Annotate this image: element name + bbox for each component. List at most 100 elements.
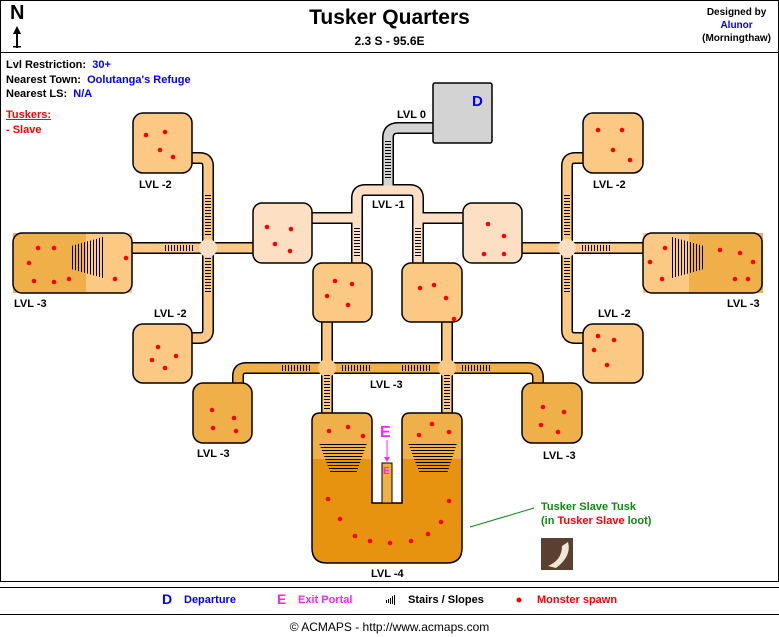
- legend-top-divider: [0, 587, 779, 588]
- monster-spawn: [35, 245, 41, 251]
- monster-spawn: [561, 409, 567, 415]
- monster-spawn: [451, 316, 457, 322]
- tusker-type: - Slave: [6, 124, 42, 136]
- monster-spawn: [149, 357, 155, 363]
- exit-portal-marker: E: [380, 424, 391, 441]
- loot-prefix: (in: [541, 515, 558, 527]
- monster-spawn: [438, 519, 444, 525]
- monster-spawn: [619, 127, 625, 133]
- label-lvl-m2-ne: LVL -2: [593, 179, 626, 191]
- monster-spawn: [659, 276, 665, 282]
- room-m2-center-west: [312, 262, 373, 323]
- coordinates: 2.3 S - 95.6E: [354, 34, 425, 48]
- label-lvl-m4: LVL -4: [371, 568, 404, 580]
- corridor-lvl-m1-loop: [352, 185, 423, 263]
- stairs-icon: [386, 595, 395, 605]
- page-title: Tusker Quarters: [309, 6, 470, 29]
- monster-spawn: [162, 129, 168, 135]
- designed-by-label: Designed by: [706, 7, 767, 18]
- monster-spawn: [647, 259, 653, 265]
- monster-spawn: [416, 432, 422, 438]
- room-m2-ne: [582, 112, 644, 174]
- stairs-icon: [340, 365, 370, 371]
- legend-stairs: Stairs / Slopes: [408, 594, 484, 606]
- monster-spawn: [417, 285, 423, 291]
- monster-spawn: [408, 538, 414, 544]
- monster-spawn: [31, 278, 37, 284]
- monster-spawn: [337, 516, 343, 522]
- author-name: Alunor: [720, 20, 753, 31]
- stairs-icon: [282, 365, 312, 371]
- monster-spawn: [66, 276, 72, 282]
- corridor-junction: [199, 239, 217, 257]
- stairs-icon: [205, 258, 211, 293]
- monster-spawn: [481, 251, 487, 257]
- header-divider: [0, 52, 779, 53]
- legend-bottom-divider: [0, 614, 779, 615]
- monster-spawn: [288, 226, 294, 232]
- monster-spawn: [143, 132, 149, 138]
- monster-spawn: [345, 424, 351, 430]
- legend-exit-key: E: [277, 591, 287, 607]
- room-m2-nw: [132, 112, 193, 174]
- label-lvl-m1: LVL -1: [372, 199, 405, 211]
- monster-spawn: [287, 248, 293, 254]
- loot-item-name: Tusker Slave Tusk: [541, 501, 636, 513]
- label-lvl-m2-nw: LVL -2: [139, 179, 172, 191]
- tuskers-heading: Tuskers:: [6, 109, 52, 121]
- slope-icon: [408, 443, 457, 474]
- corridor-departure-outline: [382, 122, 433, 190]
- corridor-junction: [318, 359, 336, 377]
- monster-spawn: [425, 531, 431, 537]
- monster-spawn: [737, 250, 743, 256]
- nearest-town-label: Nearest Town:: [6, 74, 81, 86]
- spawn-dot-icon: [516, 597, 522, 603]
- label-lvl-m3-e: LVL -3: [727, 298, 760, 310]
- label-lvl-m3-se: LVL -3: [543, 450, 576, 462]
- legend-departure-key: D: [162, 591, 173, 607]
- monster-spawn: [750, 259, 756, 265]
- monster-spawn: [360, 433, 366, 439]
- label-lvl-m2-sw: LVL -2: [154, 308, 187, 320]
- exit-portal-shaft: [381, 462, 393, 504]
- monster-spawn: [501, 233, 507, 239]
- label-lvl-m3-sw: LVL -3: [197, 448, 230, 460]
- loot-source: (in Tusker Slave loot): [541, 515, 651, 527]
- stairs-icon: [564, 258, 570, 293]
- level-restriction: Lvl Restriction: 30+: [6, 59, 111, 71]
- monster-spawn: [26, 260, 32, 266]
- loot-source-name: Tusker Slave: [557, 515, 625, 527]
- monster-spawn: [610, 147, 616, 153]
- monster-spawn: [446, 498, 452, 504]
- stairs-icon: [385, 140, 391, 180]
- monster-spawn: [326, 428, 332, 434]
- label-lvl-m3-center: LVL -3: [370, 379, 403, 391]
- monster-spawn: [627, 157, 633, 163]
- exit-arrow-icon: [384, 440, 390, 462]
- nearest-town-value: Oolutanga's Refuge: [87, 74, 191, 86]
- room-m3-west: [12, 232, 133, 294]
- monster-spawn: [162, 365, 168, 371]
- monster-spawn: [538, 422, 544, 428]
- monster-spawn: [173, 353, 179, 359]
- room-m3-sw: [192, 382, 253, 444]
- stairs-icon: [402, 365, 432, 371]
- monster-spawn: [485, 221, 491, 227]
- monster-spawn: [112, 276, 118, 282]
- north-arrow-icon: [13, 26, 21, 48]
- room-m2-sw: [132, 323, 193, 384]
- monster-spawn: [555, 429, 561, 435]
- stairs-icon: [324, 375, 330, 410]
- monster-spawn: [51, 279, 57, 285]
- monster-spawn: [717, 247, 723, 253]
- stairs-icon: [415, 228, 421, 258]
- room-m2-se: [582, 323, 644, 384]
- monster-spawn: [367, 538, 373, 544]
- stairs-icon: [580, 245, 610, 251]
- slope-icon: [319, 443, 367, 474]
- corridor-junction: [438, 359, 456, 377]
- monster-spawn: [51, 245, 57, 251]
- monster-spawn: [431, 282, 437, 288]
- monster-spawn: [501, 251, 507, 257]
- departure-room: [432, 82, 493, 144]
